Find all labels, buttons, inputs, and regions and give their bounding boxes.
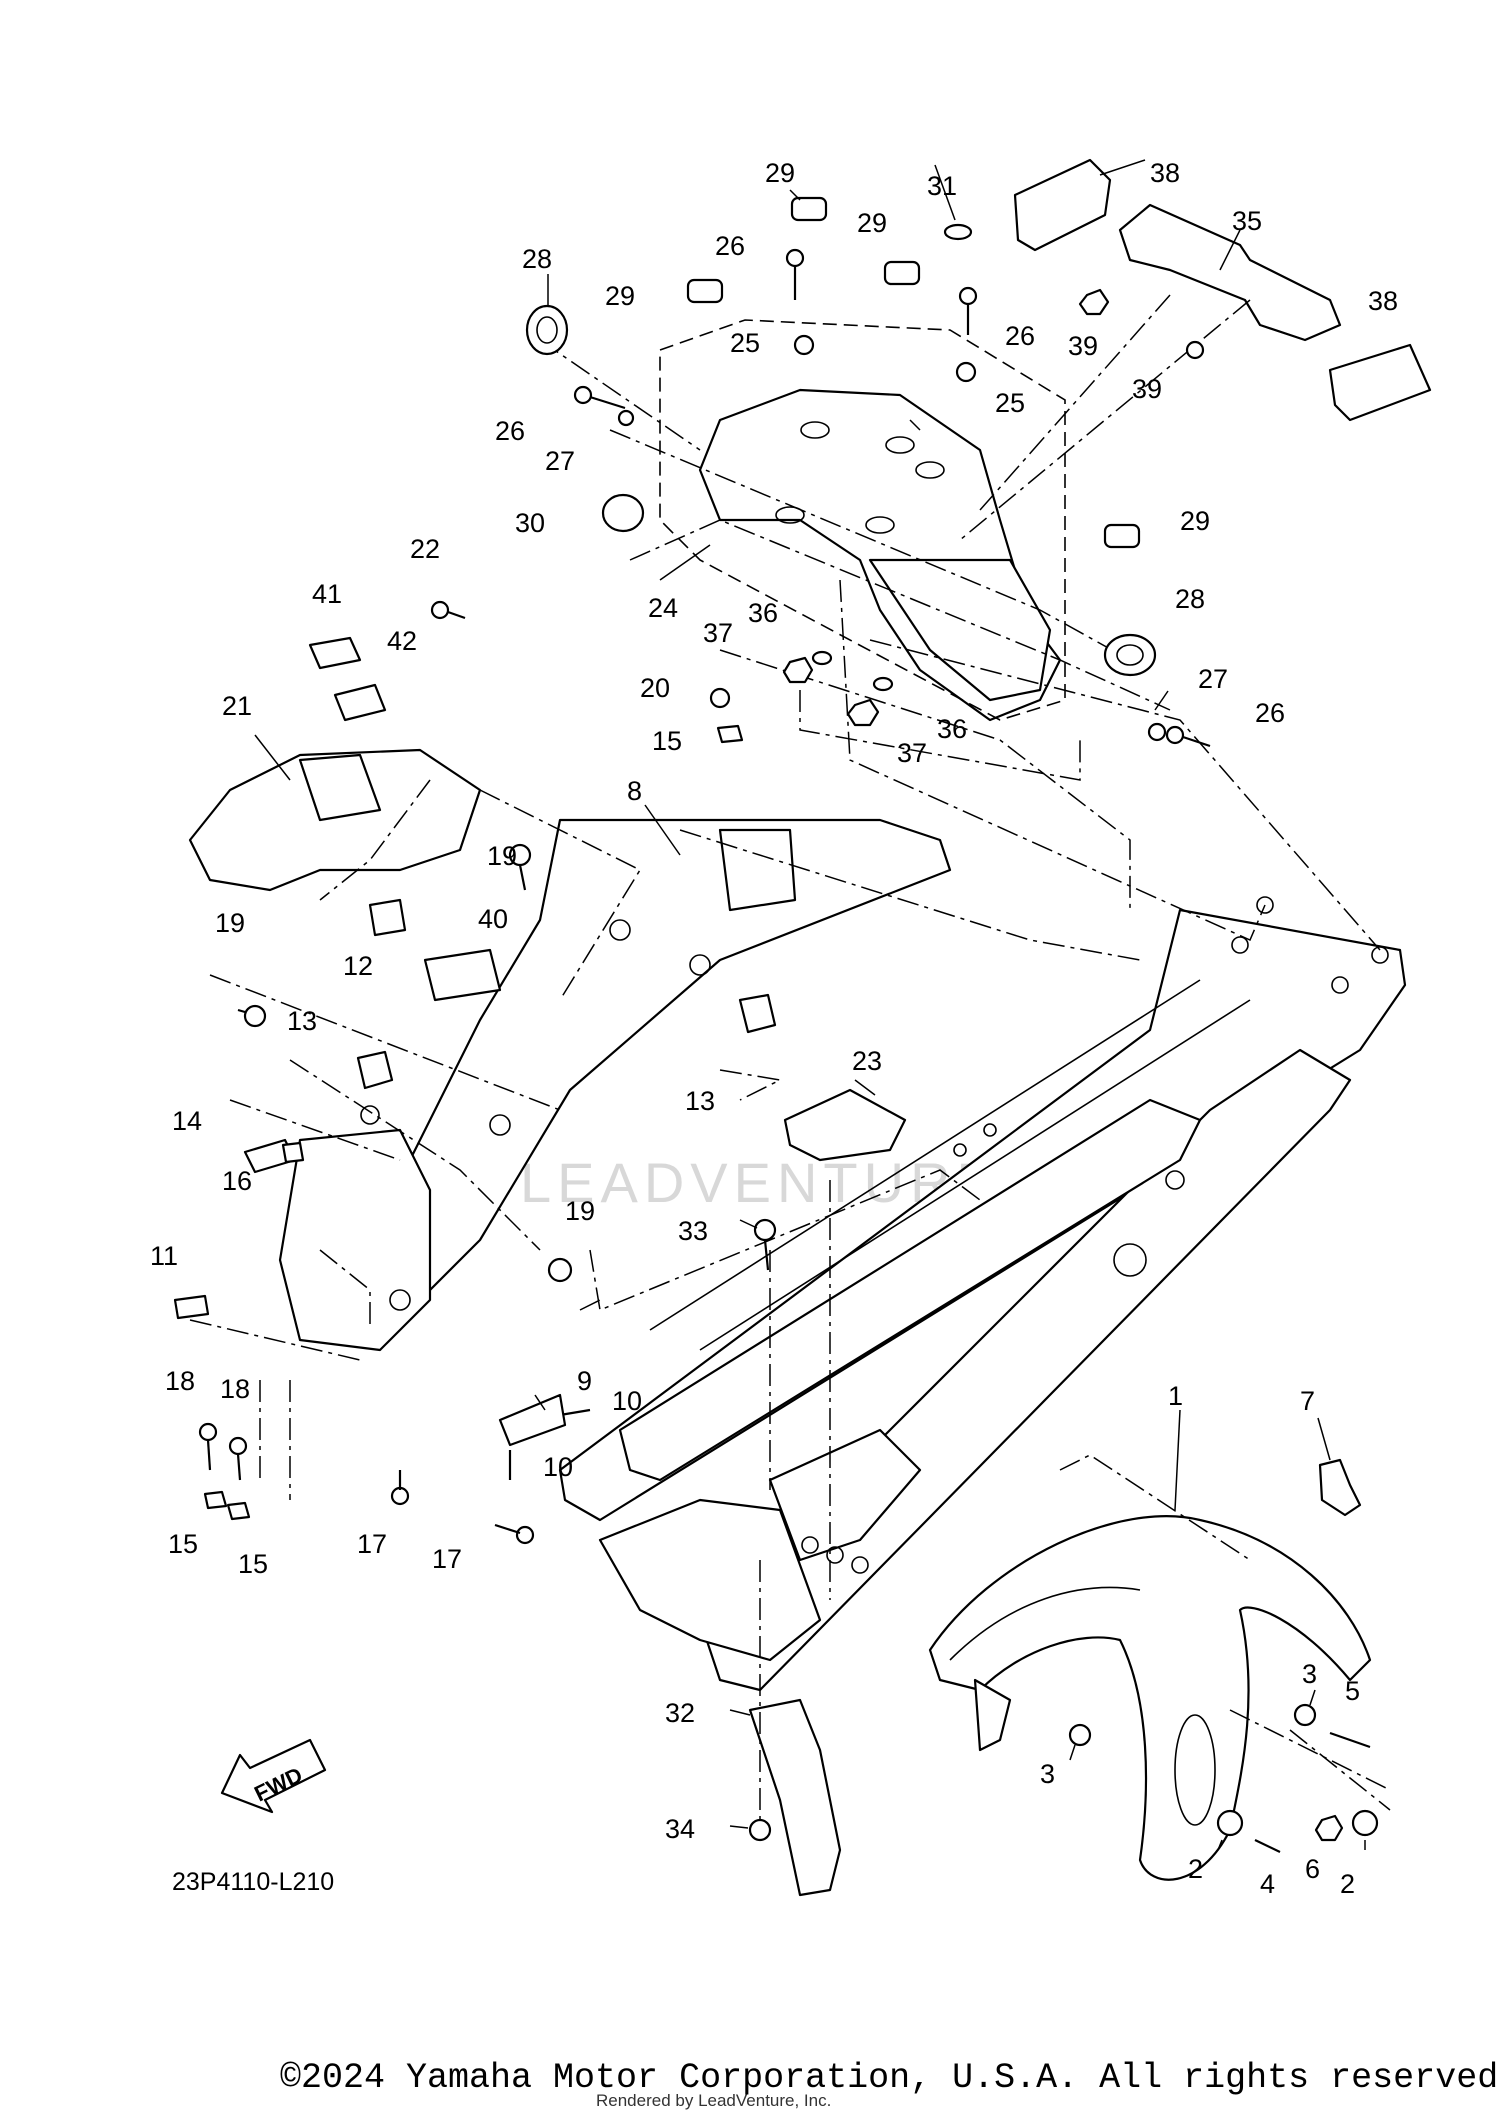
callout-40: 40 bbox=[478, 904, 508, 934]
callout-2: 2 bbox=[1188, 1854, 1203, 1884]
callout-27: 27 bbox=[1198, 664, 1228, 694]
callout-20: 20 bbox=[640, 673, 670, 703]
callout-6: 6 bbox=[1305, 1854, 1320, 1884]
callout-39: 39 bbox=[1132, 374, 1162, 404]
small-parts bbox=[173, 196, 1379, 1853]
callout-5: 5 bbox=[1345, 1676, 1360, 1706]
callout-9: 9 bbox=[577, 1366, 592, 1396]
callout-29: 29 bbox=[765, 158, 795, 188]
callout-41: 41 bbox=[312, 579, 342, 609]
callout-26: 26 bbox=[715, 231, 745, 261]
tail-cover bbox=[659, 319, 1066, 722]
callout-30: 30 bbox=[515, 508, 545, 538]
diagram-code: 23P4110-L210 bbox=[172, 1868, 335, 1896]
callout-35: 35 bbox=[1232, 206, 1262, 236]
callout-8: 8 bbox=[627, 776, 642, 806]
rear-fender bbox=[278, 818, 952, 1352]
callout-2: 2 bbox=[1340, 1869, 1355, 1899]
fwd-arrow-icon: FWD bbox=[220, 1738, 327, 1814]
callout-21: 21 bbox=[222, 691, 252, 721]
callout-19: 19 bbox=[487, 841, 517, 871]
callout-25: 25 bbox=[995, 388, 1025, 418]
callout-1: 1 bbox=[1168, 1381, 1183, 1411]
callout-38: 38 bbox=[1368, 286, 1398, 316]
callout-31: 31 bbox=[927, 171, 957, 201]
callout-33: 33 bbox=[678, 1216, 708, 1246]
callout-13: 13 bbox=[287, 1006, 317, 1036]
reference-lines bbox=[189, 294, 1391, 1830]
callout-25: 25 bbox=[730, 328, 760, 358]
callout-38: 38 bbox=[1150, 158, 1180, 188]
callout-14: 14 bbox=[172, 1106, 202, 1136]
rendered-by-note: Rendered by LeadVenture, Inc. bbox=[596, 2091, 832, 2110]
callout-23: 23 bbox=[852, 1046, 882, 1076]
callout-4: 4 bbox=[1260, 1869, 1275, 1899]
callout-28: 28 bbox=[522, 244, 552, 274]
callout-16: 16 bbox=[222, 1166, 252, 1196]
callout-22: 22 bbox=[410, 534, 440, 564]
callout-17: 17 bbox=[432, 1544, 462, 1574]
mud-flap bbox=[748, 1698, 842, 1897]
front-fender bbox=[928, 1515, 1372, 1881]
callout-39: 39 bbox=[1068, 331, 1098, 361]
callout-36: 36 bbox=[937, 714, 967, 744]
callout-19: 19 bbox=[565, 1196, 595, 1226]
callout-15: 15 bbox=[652, 726, 682, 756]
callout-11: 11 bbox=[150, 1241, 178, 1271]
callout-10: 10 bbox=[543, 1452, 573, 1482]
callout-32: 32 bbox=[665, 1698, 695, 1728]
license-bracket bbox=[1013, 158, 1432, 422]
callout-17: 17 bbox=[357, 1529, 387, 1559]
callout-27: 27 bbox=[545, 446, 575, 476]
callout-15: 15 bbox=[238, 1549, 268, 1579]
callout-29: 29 bbox=[1180, 506, 1210, 536]
callout-24: 24 bbox=[648, 593, 678, 623]
callout-10: 10 bbox=[612, 1386, 642, 1416]
callout-26: 26 bbox=[1255, 698, 1285, 728]
callout-numbers: 1 2 2 3 3 4 5 6 7 8 9 10 10 11 12 13 13 … bbox=[150, 158, 1398, 1899]
callout-3: 3 bbox=[1302, 1659, 1317, 1689]
copyright-notice: ©2024 Yamaha Motor Corporation, U.S.A. A… bbox=[280, 2058, 1500, 2098]
callout-29: 29 bbox=[605, 281, 635, 311]
callout-18: 18 bbox=[165, 1366, 195, 1396]
rear-frame bbox=[558, 896, 1407, 1692]
callout-34: 34 bbox=[665, 1814, 695, 1844]
callout-15: 15 bbox=[168, 1529, 198, 1559]
callout-3: 3 bbox=[1040, 1759, 1055, 1789]
callout-26: 26 bbox=[1005, 321, 1035, 351]
callout-37: 37 bbox=[897, 738, 927, 768]
callout-12: 12 bbox=[343, 951, 373, 981]
callout-42: 42 bbox=[387, 626, 417, 656]
under-tray bbox=[188, 748, 482, 892]
callout-19: 19 bbox=[215, 908, 245, 938]
callout-36: 36 bbox=[748, 598, 778, 628]
callout-29: 29 bbox=[857, 208, 887, 238]
callout-7: 7 bbox=[1300, 1386, 1315, 1416]
callout-28: 28 bbox=[1175, 584, 1205, 614]
callout-18: 18 bbox=[220, 1374, 250, 1404]
callout-26: 26 bbox=[495, 416, 525, 446]
callout-37: 37 bbox=[703, 618, 733, 648]
callout-leaders bbox=[254, 159, 1366, 1851]
callout-13: 13 bbox=[685, 1086, 715, 1116]
